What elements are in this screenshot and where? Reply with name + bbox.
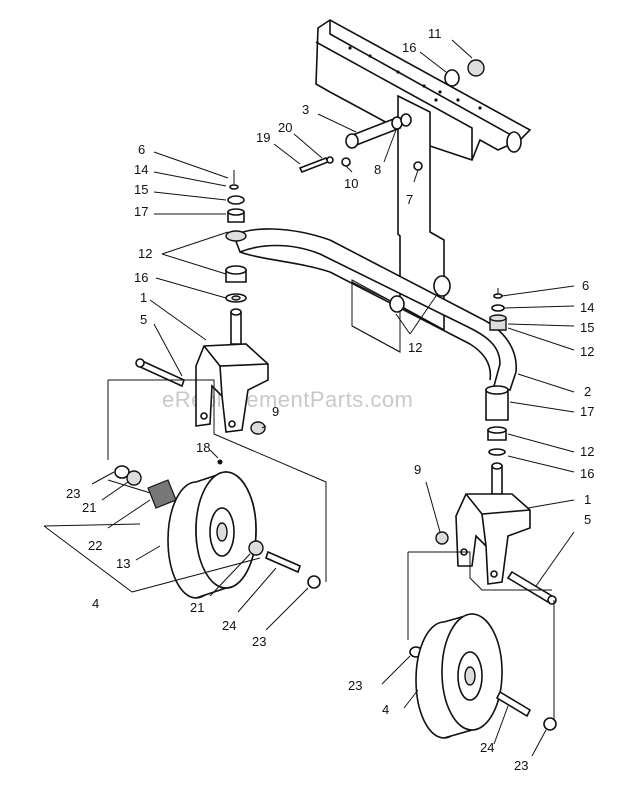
label-24: 24 bbox=[222, 618, 236, 633]
label-9: 9 bbox=[414, 462, 421, 477]
label-19: 19 bbox=[256, 130, 270, 145]
label-17: 17 bbox=[580, 404, 594, 419]
label-3: 3 bbox=[302, 102, 309, 117]
right-spindle-stack bbox=[485, 288, 509, 495]
label-12: 12 bbox=[408, 340, 422, 355]
label-23: 23 bbox=[66, 486, 80, 501]
label-2: 2 bbox=[584, 384, 591, 399]
label-9: 9 bbox=[272, 404, 279, 419]
label-1: 1 bbox=[140, 290, 147, 305]
callout-labels: 11 16 3 20 19 8 10 7 6 14 15 17 12 16 1 … bbox=[66, 26, 594, 773]
top-nut bbox=[444, 59, 485, 87]
label-14: 14 bbox=[580, 300, 594, 315]
label-5: 5 bbox=[140, 312, 147, 327]
label-15: 15 bbox=[580, 320, 594, 335]
label-24: 24 bbox=[480, 740, 494, 755]
label-23: 23 bbox=[348, 678, 362, 693]
label-17: 17 bbox=[134, 204, 148, 219]
label-15: 15 bbox=[134, 182, 148, 197]
label-12: 12 bbox=[138, 246, 152, 261]
right-wheel-assembly bbox=[407, 551, 557, 739]
label-16: 16 bbox=[580, 466, 594, 481]
label-4: 4 bbox=[92, 596, 99, 611]
grease-fitting bbox=[298, 156, 351, 174]
leader-lines bbox=[43, 39, 575, 757]
right-caster-fork bbox=[435, 493, 557, 605]
label-18: 18 bbox=[196, 440, 210, 455]
label-11: 11 bbox=[428, 26, 442, 41]
small-bolt-7 bbox=[413, 161, 423, 171]
label-21: 21 bbox=[82, 500, 96, 515]
label-5: 5 bbox=[584, 512, 591, 527]
left-wheel-assembly bbox=[107, 379, 327, 599]
frame-bracket bbox=[315, 19, 532, 353]
label-16: 16 bbox=[134, 270, 148, 285]
left-spindle-stack bbox=[225, 170, 247, 345]
label-10: 10 bbox=[344, 176, 358, 191]
label-6: 6 bbox=[582, 278, 589, 293]
label-14: 14 bbox=[134, 162, 148, 177]
label-23: 23 bbox=[514, 758, 528, 773]
left-caster-fork bbox=[135, 343, 269, 435]
label-12: 12 bbox=[580, 344, 594, 359]
label-20: 20 bbox=[278, 120, 292, 135]
label-13: 13 bbox=[116, 556, 130, 571]
label-8: 8 bbox=[374, 162, 381, 177]
label-16: 16 bbox=[402, 40, 416, 55]
label-23: 23 bbox=[252, 634, 266, 649]
label-12: 12 bbox=[580, 444, 594, 459]
label-22: 22 bbox=[88, 538, 102, 553]
label-6: 6 bbox=[138, 142, 145, 157]
pivot-bolt bbox=[345, 113, 412, 149]
label-4: 4 bbox=[382, 702, 389, 717]
label-7: 7 bbox=[406, 192, 413, 207]
label-1: 1 bbox=[584, 492, 591, 507]
label-21: 21 bbox=[190, 600, 204, 615]
axle-tube bbox=[233, 228, 517, 391]
